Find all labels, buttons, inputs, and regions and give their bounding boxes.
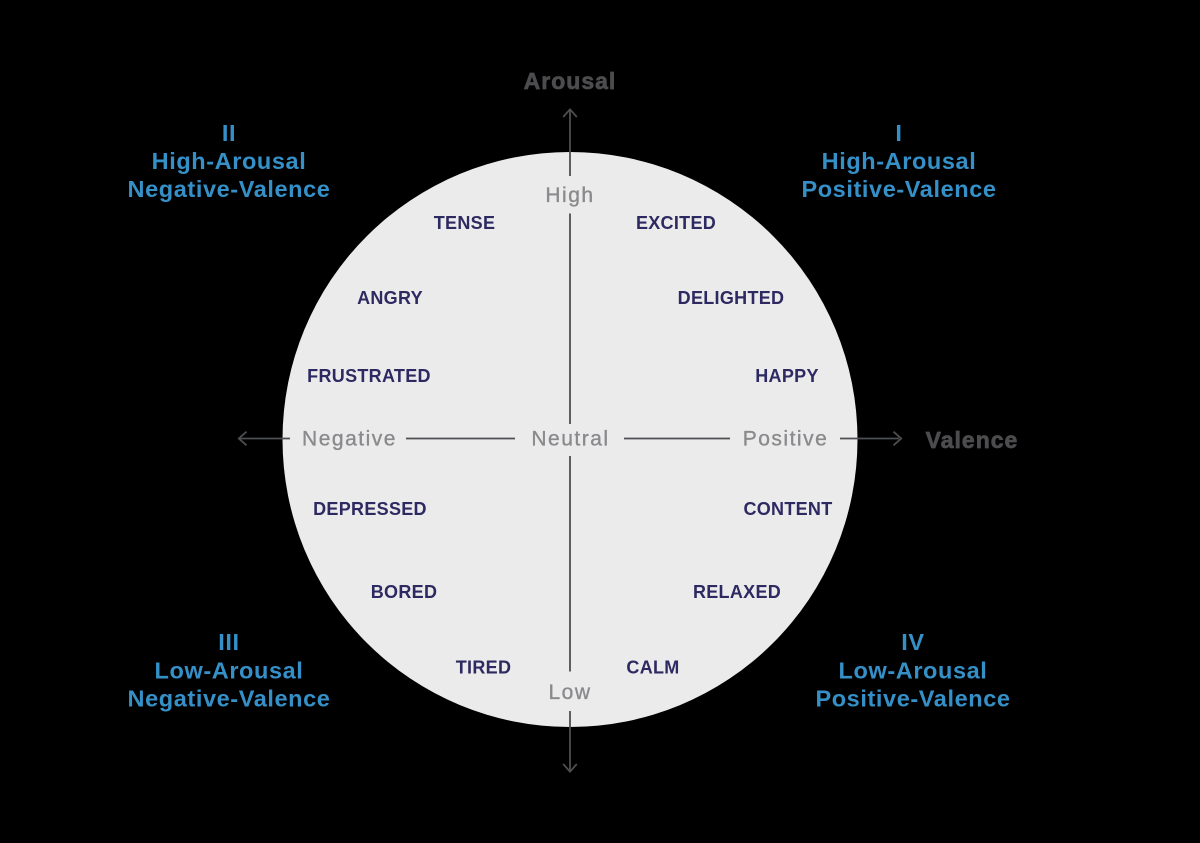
svg-text:HAPPY: HAPPY — [755, 366, 819, 386]
svg-text:TENSE: TENSE — [434, 213, 496, 233]
svg-text:DELIGHTED: DELIGHTED — [678, 288, 785, 308]
svg-text:ANGRY: ANGRY — [357, 288, 423, 308]
svg-text:Positive: Positive — [743, 428, 829, 451]
svg-text:Positive-Valence: Positive-Valence — [801, 176, 996, 202]
svg-text:FRUSTRATED: FRUSTRATED — [307, 366, 431, 386]
svg-text:Valence: Valence — [926, 427, 1019, 453]
svg-text:Arousal: Arousal — [524, 68, 617, 94]
svg-text:High: High — [545, 184, 594, 207]
svg-text:Neutral: Neutral — [531, 428, 609, 451]
svg-text:High-Arousal: High-Arousal — [152, 148, 307, 174]
svg-text:Low: Low — [548, 681, 591, 704]
svg-text:CALM: CALM — [626, 658, 679, 678]
svg-text:Low-Arousal: Low-Arousal — [839, 658, 988, 684]
svg-text:I: I — [895, 120, 902, 146]
svg-text:Positive-Valence: Positive-Valence — [815, 686, 1010, 712]
svg-text:Negative-Valence: Negative-Valence — [128, 686, 331, 712]
svg-text:CONTENT: CONTENT — [743, 499, 832, 519]
svg-text:IV: IV — [901, 629, 924, 655]
svg-text:II: II — [222, 120, 236, 146]
svg-text:III: III — [218, 629, 239, 655]
svg-text:DEPRESSED: DEPRESSED — [313, 499, 427, 519]
svg-text:Negative: Negative — [302, 428, 397, 451]
svg-text:BORED: BORED — [371, 582, 438, 602]
svg-text:Negative-Valence: Negative-Valence — [128, 176, 331, 202]
svg-text:TIRED: TIRED — [456, 658, 512, 678]
svg-text:Low-Arousal: Low-Arousal — [155, 658, 304, 684]
svg-text:RELAXED: RELAXED — [693, 582, 781, 602]
svg-text:EXCITED: EXCITED — [636, 213, 716, 233]
svg-text:High-Arousal: High-Arousal — [822, 148, 977, 174]
